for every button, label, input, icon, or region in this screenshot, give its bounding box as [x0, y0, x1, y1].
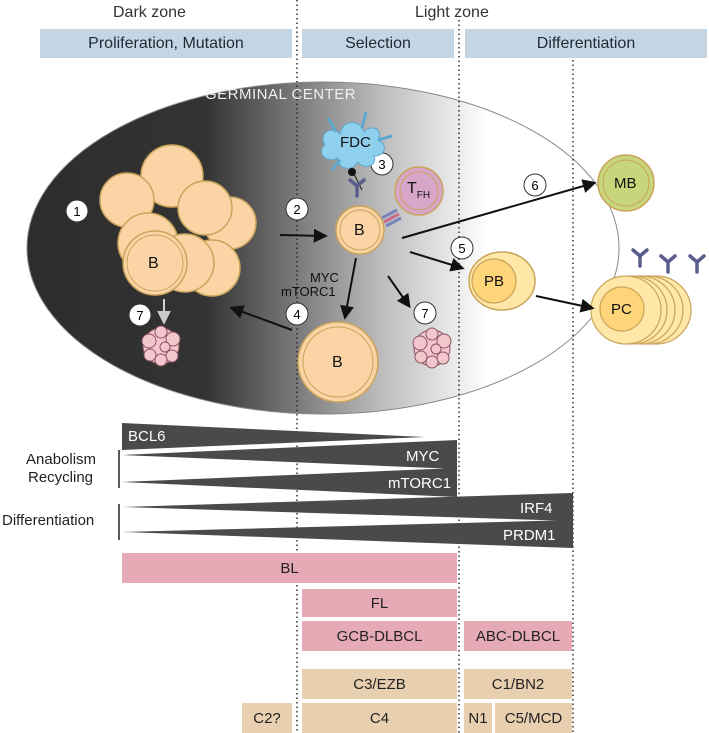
c4-bar: C4 [302, 703, 457, 733]
arrow-step4-return [229, 305, 293, 331]
mb-label: MB [614, 175, 637, 192]
tfh-label-sub: FH [416, 190, 431, 201]
apoptotic-body-left [141, 325, 181, 367]
prdm1-label: PRDM1 [503, 527, 556, 544]
svg-text:7: 7 [136, 308, 143, 323]
b-cell-label-selecting: B [354, 222, 365, 239]
bl-bar: BL [122, 553, 457, 583]
gradient-mtorc1 [122, 468, 457, 497]
step-5: 5 [450, 236, 474, 260]
fdc-cell [321, 111, 393, 171]
irf4-label: IRF4 [520, 500, 553, 517]
c5-mcd-bar: C5/MCD [495, 703, 572, 733]
tfh-cell [394, 166, 444, 216]
svg-text:6: 6 [531, 178, 538, 193]
myc-gradient-label: MYC [406, 448, 440, 465]
svg-text:1: 1 [73, 204, 80, 219]
step-6: 6 [523, 173, 547, 197]
svg-text:7: 7 [421, 306, 428, 321]
svg-text:3: 3 [378, 157, 385, 172]
tfh-label: TFH [407, 180, 431, 201]
arrow-to-pb [409, 251, 465, 272]
gradient-irf4 [122, 493, 573, 521]
header-proliferation: Proliferation, Mutation [40, 29, 292, 58]
selecting-b-cell [335, 205, 385, 255]
b-cell-label-large: B [332, 354, 343, 371]
differentiation-side-label: Differentiation [2, 512, 95, 529]
svg-text:4: 4 [293, 307, 300, 322]
arrow-to-mb [401, 179, 597, 239]
arrow-pb-to-pc [535, 295, 595, 313]
gradient-bcl6 [122, 423, 425, 450]
step-7b: 7 [413, 301, 437, 325]
large-b-cell [297, 321, 379, 403]
arrow-step2 [279, 228, 328, 243]
light-zone-title: Light zone [415, 4, 489, 21]
tfh-label-main: T [407, 180, 417, 197]
anabolism-label: Anabolism [26, 451, 97, 468]
fdc-label: FDC [340, 134, 371, 151]
step-2: 2 [285, 197, 309, 221]
gradient-myc [122, 440, 457, 469]
memory-b-cell [597, 154, 655, 212]
step-7a: 7 [128, 303, 152, 327]
proliferating-b-cell-cluster [99, 144, 257, 297]
header-differentiation: Differentiation [465, 29, 707, 58]
fdc-dot-icon [348, 168, 356, 176]
step-4: 4 [285, 302, 309, 326]
pc-label: PC [611, 301, 632, 318]
svg-text:5: 5 [458, 241, 465, 256]
dark-zone-title: Dark zone [113, 4, 186, 21]
c2-bar: C2? [242, 703, 292, 733]
c1-bn2-bar: C1/BN2 [464, 669, 572, 699]
germinal-center-label: GERMINAL CENTER [205, 86, 357, 103]
step-1: 1 [65, 199, 89, 223]
b-cell-label-cluster: B [148, 255, 159, 272]
recycling-label: Recycling [28, 469, 94, 486]
apoptotic-body-right [412, 327, 452, 369]
header-selection: Selection [302, 29, 454, 58]
step-markers: 1 2 3 4 5 6 7 7 [65, 152, 547, 327]
n1-bar: N1 [464, 703, 492, 733]
bcr-antibody-icon [348, 178, 366, 198]
mtorc1-gradient-label: mTORC1 [388, 475, 452, 492]
mtorc1-label: mTORC1 [281, 284, 336, 299]
abc-dlbcl-bar: ABC-DLBCL [464, 621, 572, 651]
fl-bar: FL [302, 589, 457, 617]
myc-label: MYC [310, 270, 339, 285]
svg-text:2: 2 [293, 202, 300, 217]
plasma-cell [590, 275, 692, 345]
gradient-prdm1 [122, 520, 573, 548]
c3-ezb-bar: C3/EZB [302, 669, 457, 699]
tcr-mhc-icon [381, 208, 402, 228]
secreted-antibody-icons [631, 248, 706, 274]
arrow-to-apoptosis [387, 275, 411, 309]
bcl6-label: BCL6 [128, 428, 166, 445]
gcb-dlbcl-bar: GCB-DLBCL [302, 621, 457, 651]
pb-label: PB [484, 273, 505, 290]
arrow-to-large-b [340, 257, 357, 320]
